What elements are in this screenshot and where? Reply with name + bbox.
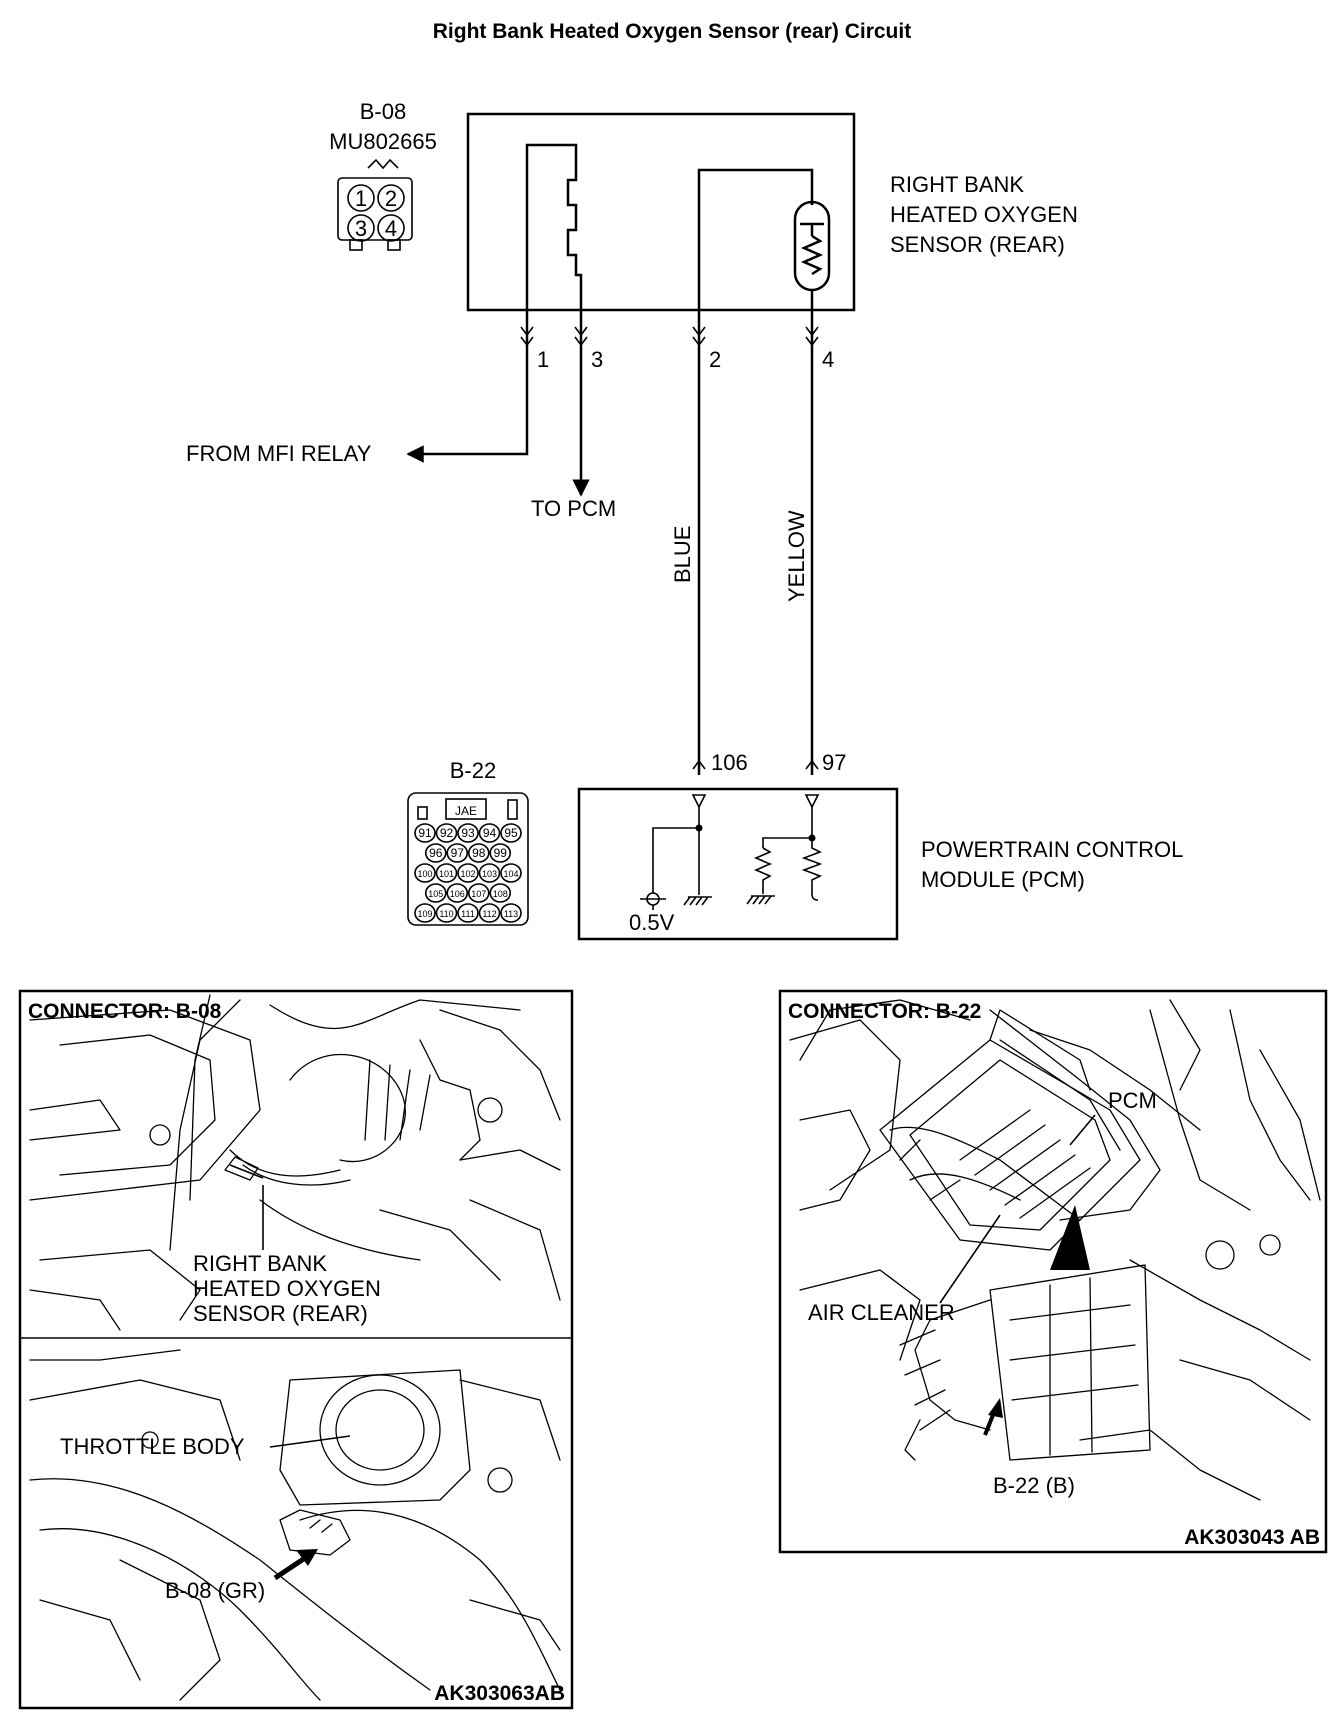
b22-pin-102 [457, 863, 479, 883]
b22-pin-label-107: 107 [471, 889, 486, 899]
panel-b08-callout-sensor-line2: HEATED OXYGEN [193, 1276, 381, 1301]
connector-b22-id: B-22 [450, 758, 496, 783]
sensor-label-line3: SENSOR (REAR) [890, 232, 1065, 257]
b22-pin-103 [478, 863, 501, 883]
b22-pin-105 [424, 883, 447, 903]
b22-pin-109 [414, 903, 436, 923]
b22-pin-label-102: 102 [460, 869, 475, 879]
pin-label-2: 2 [709, 347, 721, 372]
b22-pin-94 [478, 823, 501, 843]
b08-pin-2: 2 [385, 186, 397, 211]
connector-b08-symbol: B-08 MU802665 1 2 3 4 [329, 99, 437, 251]
b22-pin-label-100: 100 [417, 869, 432, 879]
panel-b08-callout-sensor-line3: SENSOR (REAR) [193, 1301, 368, 1326]
b22-pin-label-103: 103 [482, 869, 497, 879]
b22-pin-label-113: 113 [504, 909, 518, 919]
b22-pin-label-101: 101 [439, 869, 454, 879]
sensor-pin-markers: 1 3 2 4 [520, 326, 834, 372]
panel-b08-code: AK303063AB [434, 1682, 565, 1705]
b22-pin-label-110: 110 [439, 909, 453, 919]
sensor-label-line1: RIGHT BANK [890, 172, 1024, 197]
sensor-box: RIGHT BANK HEATED OXYGEN SENSOR (REAR) [466, 112, 1078, 312]
b22-pin-95 [500, 823, 522, 843]
b22-pin-101 [435, 863, 458, 883]
pcm-label-line1: POWERTRAIN CONTROL [921, 837, 1183, 862]
b22-pin-98 [467, 843, 490, 863]
panel-connector-b08: CONNECTOR: B-08 RIGHT BANK HEATED OXYGEN… [18, 989, 574, 1710]
b22-pin-label-98: 98 [472, 846, 486, 860]
b22-pin-label-94: 94 [483, 826, 497, 840]
pcm-box: 0.5V POWERTRAIN CONTROL MODULE (PCM) [577, 787, 1183, 941]
panel-b22-callout-connector: B-22 (B) [993, 1473, 1075, 1498]
connector-b08-part-number: MU802665 [329, 129, 437, 154]
wire-color-yellow: YELLOW [784, 510, 809, 602]
pcm-pin-97: 97 [822, 750, 846, 775]
from-mfi-relay-label: FROM MFI RELAY [186, 441, 372, 466]
panel-b08-engine-illustration [29, 994, 561, 1331]
panel-b22-air-cleaner [879, 1009, 1141, 1251]
b22-pin-92 [435, 823, 458, 843]
pin-label-4: 4 [822, 347, 834, 372]
b22-pin-label-106: 106 [450, 889, 465, 899]
b22-pin-108 [489, 883, 512, 903]
reference-voltage: 0.5V [629, 910, 675, 935]
panel-b22-callout-air-cleaner: AIR CLEANER [808, 1300, 955, 1325]
wire-color-blue: BLUE [670, 526, 695, 583]
b08-pin-3: 3 [355, 216, 367, 241]
sensor-label-line2: HEATED OXYGEN [890, 202, 1078, 227]
b22-pin-96 [424, 843, 447, 863]
panel-b08-callout-sensor-line1: RIGHT BANK [193, 1251, 327, 1276]
b22-pin-label-91: 91 [418, 826, 432, 840]
b22-pin-104 [500, 863, 522, 883]
panel-b22-engine-illustration [789, 999, 1321, 1501]
pcm-pin-106: 106 [711, 750, 748, 775]
panel-b22-code: AK303043 AB [1184, 1526, 1320, 1549]
connector-b22-symbol: B-22 JAE 91 92 93 94 95 96 97 98 99 100 101 102 103 1… [407, 758, 529, 926]
b22-pin-label-96: 96 [429, 846, 443, 860]
diagram-title: Right Bank Heated Oxygen Sensor (rear) C… [433, 20, 911, 43]
b22-pin-107 [467, 883, 490, 903]
b22-pin-label-93: 93 [461, 826, 475, 840]
panel-b22-callout-pcm: PCM [1108, 1088, 1157, 1113]
b22-pin-label-112: 112 [482, 909, 496, 919]
b22-pin-label-108: 108 [493, 889, 508, 899]
panel-b22-title: CONNECTOR: B-22 [788, 1000, 981, 1023]
b22-pin-99 [489, 843, 512, 863]
to-pcm-label: TO PCM [531, 496, 616, 521]
b08-pin-1: 1 [355, 186, 367, 211]
connector-b22-maker: JAE [455, 804, 477, 818]
b22-pin-93 [457, 823, 479, 843]
b22-pin-110 [435, 903, 458, 923]
b22-pin-label-104: 104 [503, 869, 518, 879]
panel-b08-callout-connector: B-08 (GR) [165, 1578, 265, 1603]
panel-connector-b22: CONNECTOR: B-22 PCM AIR CLEANER B-22 (B)… [778, 989, 1328, 1554]
panel-b08-throttle-illustration [29, 1349, 561, 1701]
b22-pin-label-109: 109 [417, 909, 432, 919]
b22-pin-91 [414, 823, 436, 843]
pin-label-1: 1 [537, 347, 549, 372]
b22-pin-label-111: 111 [461, 909, 475, 919]
panel-b08-title: CONNECTOR: B-08 [28, 1000, 222, 1023]
b22-pin-label-95: 95 [504, 826, 518, 840]
panel-b08-callout-throttle: THROTTLE BODY [60, 1434, 245, 1459]
b22-pin-grid: 91 92 93 94 95 96 97 98 99 100 101 102 103 104 105 106 1… [414, 823, 522, 923]
b22-pin-label-92: 92 [440, 826, 454, 840]
b22-pin-label-97: 97 [451, 846, 465, 860]
b22-pin-112 [478, 903, 501, 923]
b22-pin-100 [414, 863, 436, 883]
b22-pin-label-99: 99 [494, 846, 508, 860]
b08-pin-4: 4 [385, 216, 397, 241]
connector-b08-id: B-08 [360, 99, 406, 124]
b22-pin-97 [446, 843, 469, 863]
b22-pin-111 [457, 903, 479, 923]
pcm-label-line2: MODULE (PCM) [921, 867, 1085, 892]
b22-pin-113 [500, 903, 522, 923]
b22-pin-106 [446, 883, 469, 903]
pin-label-3: 3 [591, 347, 603, 372]
b22-pin-label-105: 105 [428, 889, 443, 899]
wires: FROM MFI RELAY TO PCM BLUE YELLOW 106 97 [186, 310, 846, 775]
